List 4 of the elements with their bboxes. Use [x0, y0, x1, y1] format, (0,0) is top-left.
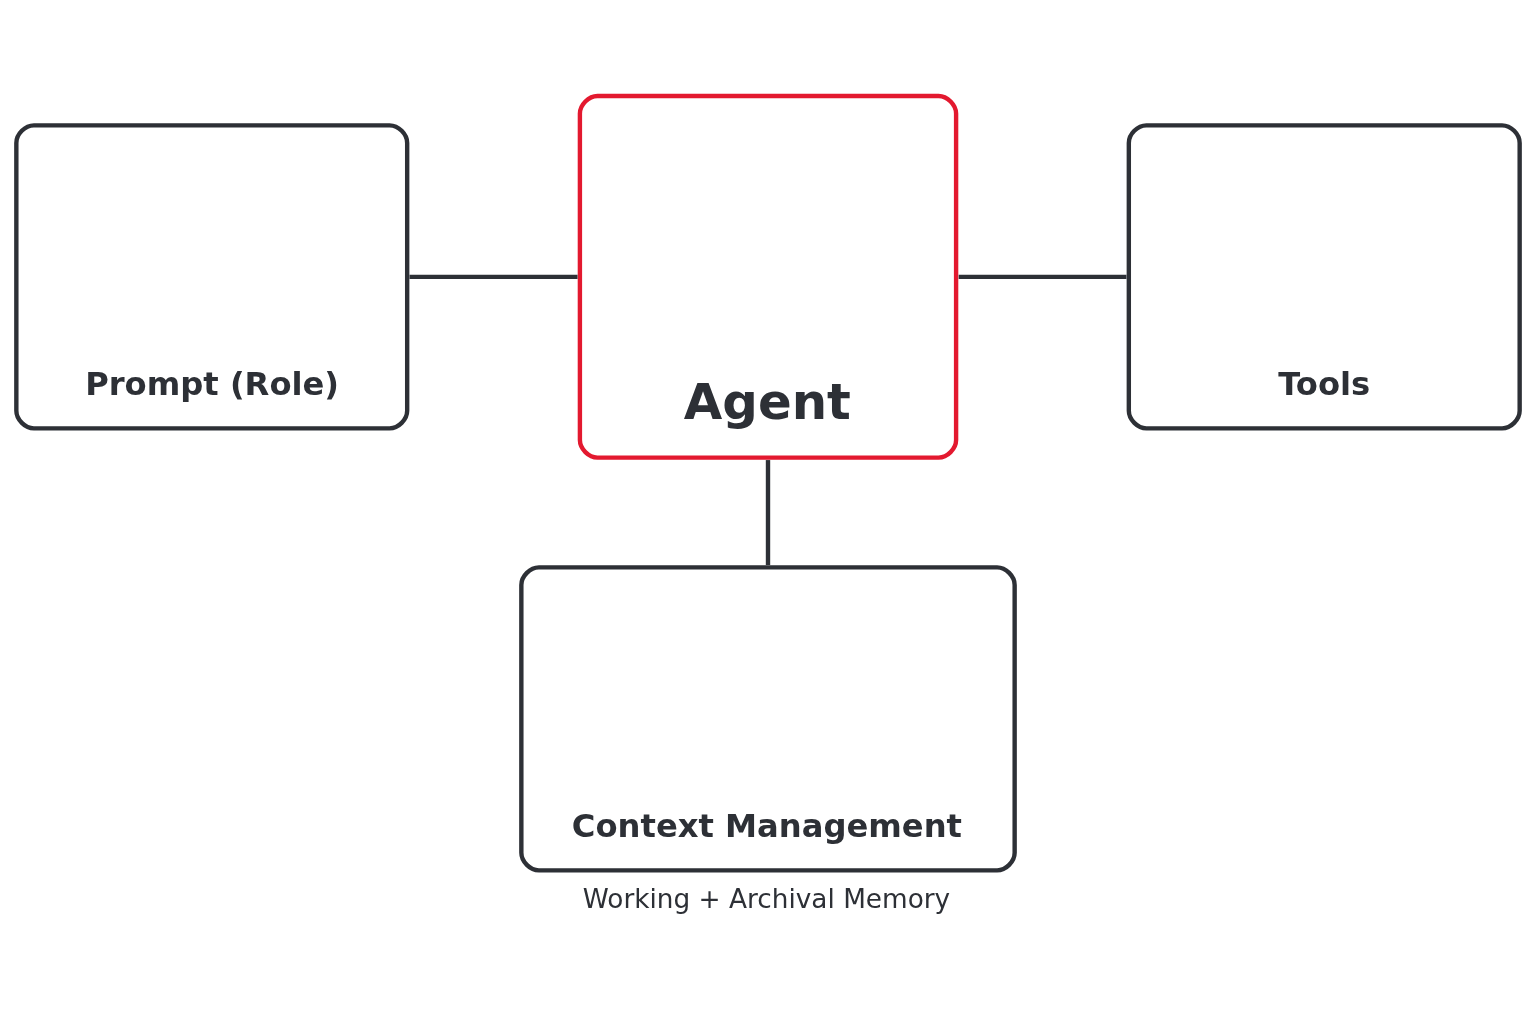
- connector: [409, 274, 578, 279]
- connector: [765, 459, 771, 565]
- connector: [958, 274, 1127, 279]
- node-label: Working + Archival Memory: [582, 883, 951, 914]
